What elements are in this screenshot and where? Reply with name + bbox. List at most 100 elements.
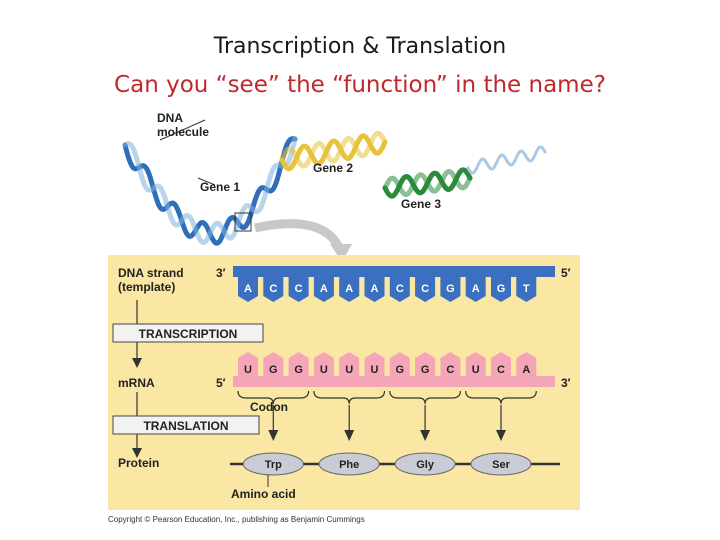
slide-subtitle: Can you “see” the “function” in the name… bbox=[114, 72, 606, 98]
transcription-label: TRANSCRIPTION bbox=[139, 327, 238, 341]
slide-title: Transcription & Translation bbox=[213, 34, 507, 59]
copyright-notice: Copyright © Pearson Education, Inc., pub… bbox=[108, 515, 365, 524]
mrna-base-letter: U bbox=[371, 364, 379, 376]
mrna-base-tab bbox=[364, 352, 385, 376]
zoom-arrow-head bbox=[330, 244, 352, 262]
transcription-flow-arrowhead bbox=[132, 358, 142, 368]
codon-arrowhead bbox=[344, 430, 355, 441]
dna-strand-backbone bbox=[233, 266, 555, 277]
mrna-base-letter: C bbox=[497, 364, 505, 376]
codon-arrowhead bbox=[420, 430, 431, 441]
dna-molecule-pointer bbox=[159, 119, 206, 141]
dna-base-tab bbox=[288, 277, 309, 302]
codon-arrowhead bbox=[268, 430, 279, 441]
mrna-base-letter: C bbox=[446, 364, 454, 376]
dna-base-tab bbox=[313, 277, 334, 302]
codon-brace bbox=[389, 390, 461, 405]
translation-box bbox=[112, 415, 260, 435]
mrna-base-tab bbox=[491, 352, 511, 376]
amino-acid-shape bbox=[318, 452, 380, 476]
dna-base-tab bbox=[389, 277, 410, 302]
mrna-base-letter: G bbox=[269, 364, 278, 376]
dna-molecule-label-2: molecule bbox=[157, 125, 209, 139]
gene-1-label: Gene 1 bbox=[200, 180, 240, 194]
gene-2-helix bbox=[279, 133, 388, 172]
translation-label: TRANSLATION bbox=[143, 419, 228, 433]
amino-acid-name: Gly bbox=[416, 459, 435, 471]
mrna-base-letter: G bbox=[421, 364, 430, 376]
dna-molecule bbox=[122, 130, 547, 246]
gene-2-helix-back bbox=[279, 130, 388, 169]
dna-base-tab bbox=[516, 277, 537, 302]
dna-base-letter: A bbox=[472, 283, 480, 295]
dna-base-tab bbox=[238, 277, 258, 302]
dna-base-letter: C bbox=[269, 283, 277, 295]
amino-acid-shape bbox=[394, 452, 456, 476]
dna-base-tab bbox=[364, 277, 385, 302]
dna-base-letter: G bbox=[446, 283, 455, 295]
mrna-base-letter: G bbox=[396, 364, 405, 376]
dna-base-letter: A bbox=[345, 283, 353, 295]
mrna-base-letter: U bbox=[472, 364, 480, 376]
mrna-base-tab bbox=[440, 352, 461, 376]
amino-acid-shape bbox=[470, 452, 532, 476]
dna-molecule-label-1: DNA bbox=[157, 111, 183, 125]
mrna-base-tab bbox=[263, 352, 284, 376]
codon-braces bbox=[237, 390, 537, 441]
dna-base-letter: C bbox=[421, 283, 429, 295]
gene-1-pointer bbox=[197, 177, 216, 186]
codon-arrowhead bbox=[496, 430, 506, 441]
dna-base-letter: A bbox=[244, 283, 252, 295]
amino-acid-name: Ser bbox=[492, 459, 510, 471]
mrna-base-letter: G bbox=[294, 364, 303, 376]
mrna-base-tab bbox=[339, 352, 360, 376]
amino-acid-name: Trp bbox=[265, 459, 282, 471]
dna-template-label: (template) bbox=[118, 280, 175, 294]
dna-base-tab bbox=[339, 277, 360, 302]
gene-1-highlight-box bbox=[234, 212, 252, 232]
amino-acid-name: Phe bbox=[339, 459, 359, 471]
dna-base-letter: C bbox=[396, 283, 404, 295]
amino-acid-shape bbox=[242, 452, 304, 476]
codon-brace bbox=[313, 390, 386, 405]
mrna-label: mRNA bbox=[118, 376, 155, 390]
mrna-end-left: 5′ bbox=[216, 376, 226, 390]
mrna-base-letter: A bbox=[522, 364, 530, 376]
dna-base-tab bbox=[465, 277, 486, 302]
mrna-base-tab bbox=[313, 352, 334, 376]
mrna-base-letter: U bbox=[244, 364, 252, 376]
amino-acid-label: Amino acid bbox=[231, 487, 296, 501]
amino-acid-chain: Trp Phe Gly Ser bbox=[242, 452, 532, 476]
codon-brace bbox=[465, 390, 537, 405]
dna-tail-helix bbox=[466, 145, 547, 175]
dna-strand-label: DNA strand bbox=[118, 266, 184, 280]
dna-base-letter: A bbox=[320, 283, 328, 295]
mrna-base-letter: U bbox=[345, 364, 353, 376]
gene-3-helix-back bbox=[382, 168, 473, 198]
dna-base-letter: T bbox=[523, 283, 530, 295]
zoom-arrow bbox=[254, 219, 345, 252]
gene-1-helix-back bbox=[122, 136, 298, 246]
codon-label: Codon bbox=[250, 400, 288, 414]
mrna-backbone bbox=[233, 376, 555, 387]
gene-3-label: Gene 3 bbox=[401, 197, 441, 211]
dna-base-tab bbox=[440, 277, 461, 302]
mrna-base-tab bbox=[238, 352, 258, 376]
dna-base-tab bbox=[415, 277, 436, 302]
codon-brace bbox=[237, 390, 310, 405]
dna-end-right: 5′ bbox=[561, 266, 571, 280]
dna-base-letter: C bbox=[295, 283, 303, 295]
gene-2-label: Gene 2 bbox=[313, 161, 353, 175]
mrna-base-tab bbox=[465, 352, 486, 376]
transcription-box bbox=[112, 323, 264, 343]
mrna-base-tab bbox=[415, 352, 436, 376]
mrna-base-letter: U bbox=[320, 364, 328, 376]
mrna-base-tab bbox=[389, 352, 410, 376]
dna-end-left: 3′ bbox=[216, 266, 226, 280]
dna-base-letter: G bbox=[497, 283, 506, 295]
protein-label: Protein bbox=[118, 456, 159, 470]
mrna-end-right: 3′ bbox=[561, 376, 571, 390]
